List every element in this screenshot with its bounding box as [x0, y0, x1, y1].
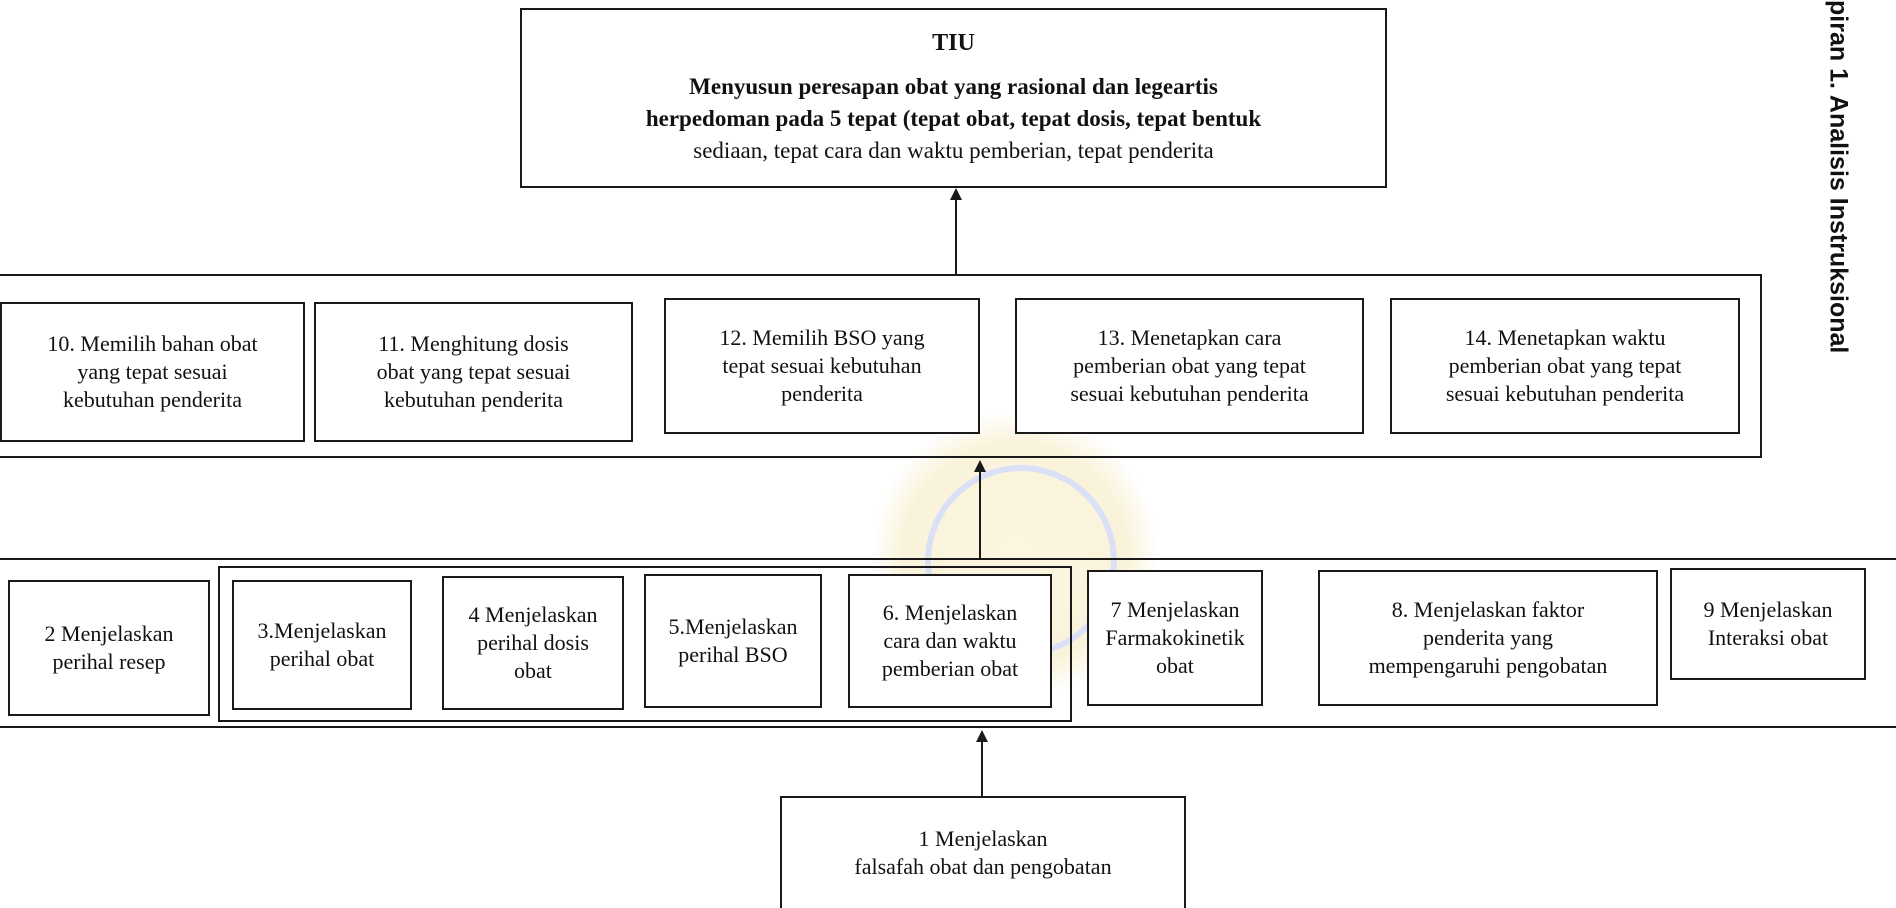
- box-8: 8. Menjelaskan faktor penderita yang mem…: [1318, 570, 1658, 706]
- box-1: 1 Menjelaskan falsafah obat dan pengobat…: [780, 796, 1186, 908]
- tiu-text: Menyusun peresapan obat yang rasional da…: [542, 71, 1365, 168]
- box-14: 14. Menetapkan waktu pemberian obat yang…: [1390, 298, 1740, 434]
- box-7: 7 Menjelaskan Farmakokinetik obat: [1087, 570, 1263, 706]
- box-12: 12. Memilih BSO yang tepat sesuai kebutu…: [664, 298, 980, 434]
- group-middle-row: [0, 558, 1896, 728]
- box-10: 10. Memilih bahan obat yang tepat sesuai…: [0, 302, 305, 442]
- box-5: 5.Menjelaskan perihal BSO: [644, 574, 822, 708]
- connector-mid: [979, 470, 981, 558]
- tiu-line-1: Menyusun peresapan obat yang rasional da…: [689, 74, 1218, 99]
- box-3: 3.Menjelaskan perihal obat: [232, 580, 412, 710]
- side-title-text: piran 1. Analisis Instruksional: [1824, 0, 1853, 354]
- tiu-box: TIU Menyusun peresapan obat yang rasiona…: [520, 8, 1387, 188]
- box-6: 6. Menjelaskan cara dan waktu pemberian …: [848, 574, 1052, 708]
- box-13: 13. Menetapkan cara pemberian obat yang …: [1015, 298, 1364, 434]
- tiu-line-2: herpedoman pada 5 tepat (tepat obat, tep…: [645, 106, 1262, 132]
- group-top-row: [0, 274, 1762, 458]
- arrow-to-middle-row: [976, 730, 988, 742]
- side-title: piran 1. Analisis Instruksional: [1818, 0, 1858, 908]
- box-2: 2 Menjelaskan perihal resep: [8, 580, 210, 716]
- tiu-heading: TIU: [932, 30, 975, 56]
- arrow-to-top-row: [974, 460, 986, 472]
- box-4: 4 Menjelaskan perihal dosis obat: [442, 576, 624, 710]
- group-middle-inner: [218, 566, 1072, 722]
- tiu-line-3: sediaan, tepat cara dan waktu pemberian,…: [693, 138, 1214, 164]
- box-9: 9 Menjelaskan Interaksi obat: [1670, 568, 1866, 680]
- connector-bottom: [981, 740, 983, 796]
- arrow-to-tiu: [950, 188, 962, 200]
- connector-top: [955, 196, 957, 274]
- box-11: 11. Menghitung dosis obat yang tepat ses…: [314, 302, 633, 442]
